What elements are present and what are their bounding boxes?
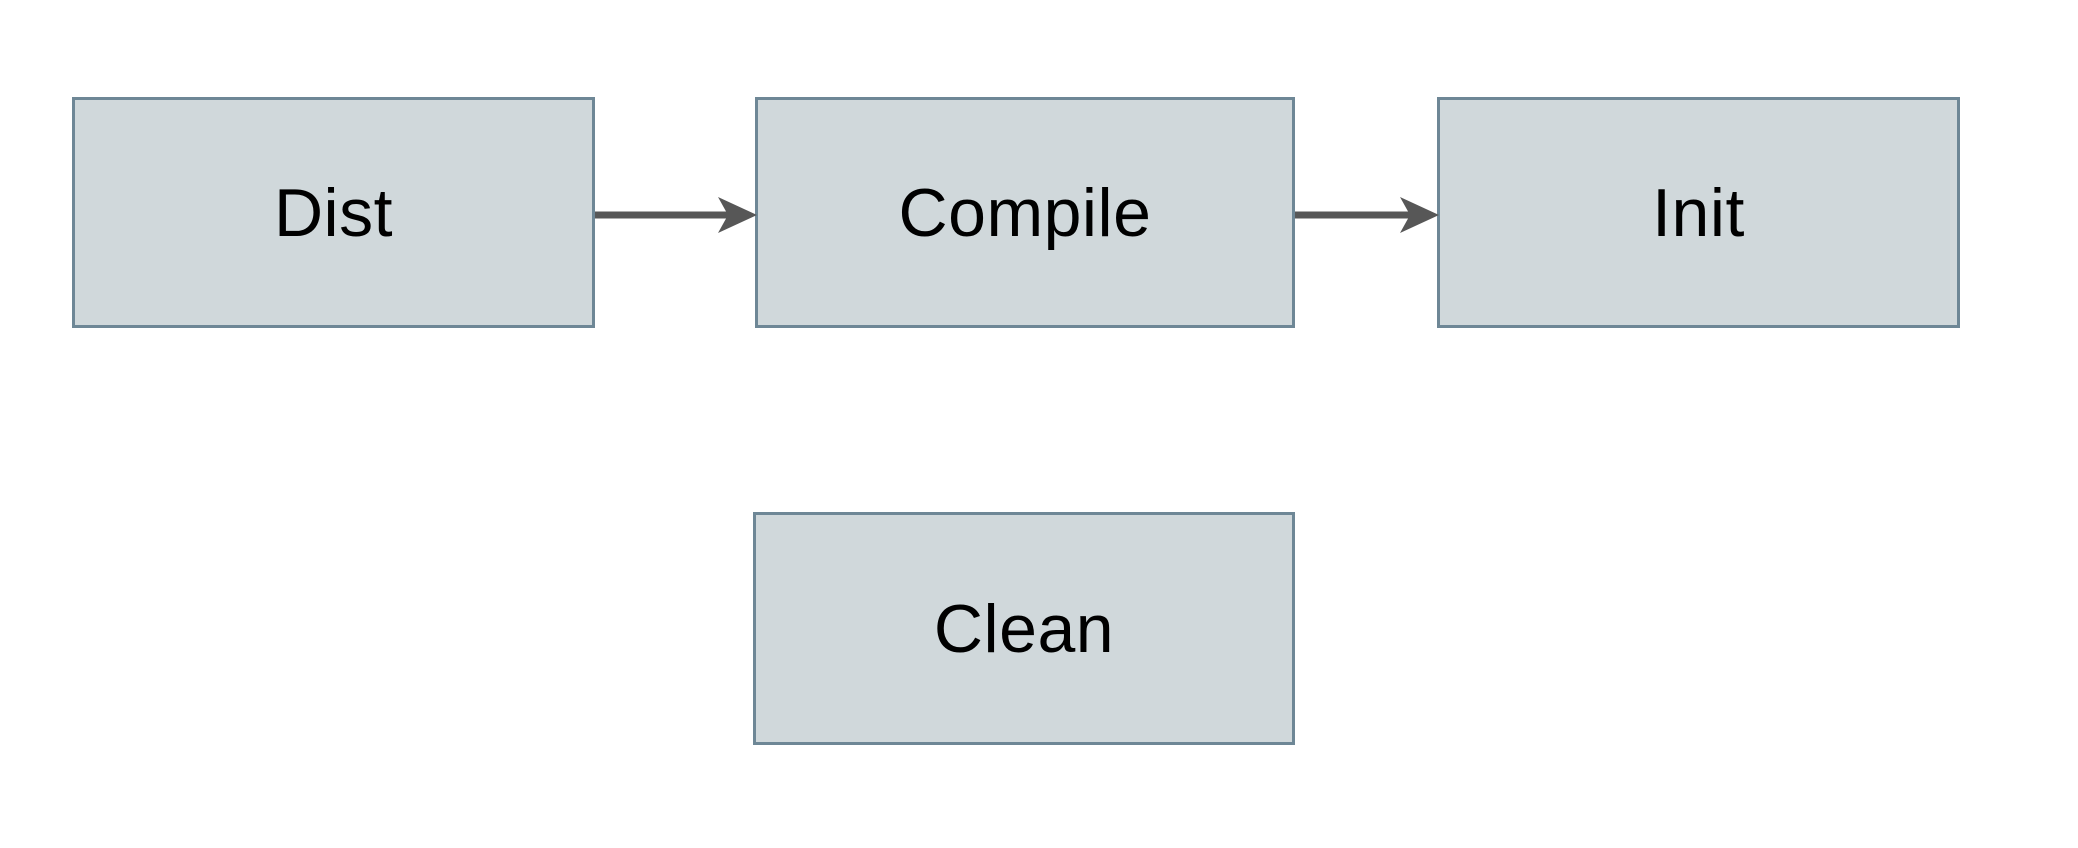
node-dist-label: Dist — [273, 174, 394, 251]
arrowhead-icon — [718, 197, 757, 233]
edge-compile-to-init[interactable] — [1290, 185, 1444, 245]
node-compile-label: Compile — [898, 174, 1152, 251]
edge-dist-to-compile[interactable] — [590, 185, 762, 245]
node-compile[interactable]: Compile — [755, 97, 1295, 328]
node-dist[interactable]: Dist — [72, 97, 595, 328]
node-clean-label: Clean — [933, 590, 1115, 667]
node-init[interactable]: Init — [1437, 97, 1960, 328]
node-init-label: Init — [1652, 174, 1745, 251]
node-clean[interactable]: Clean — [753, 512, 1295, 745]
arrowhead-icon — [1400, 197, 1439, 233]
